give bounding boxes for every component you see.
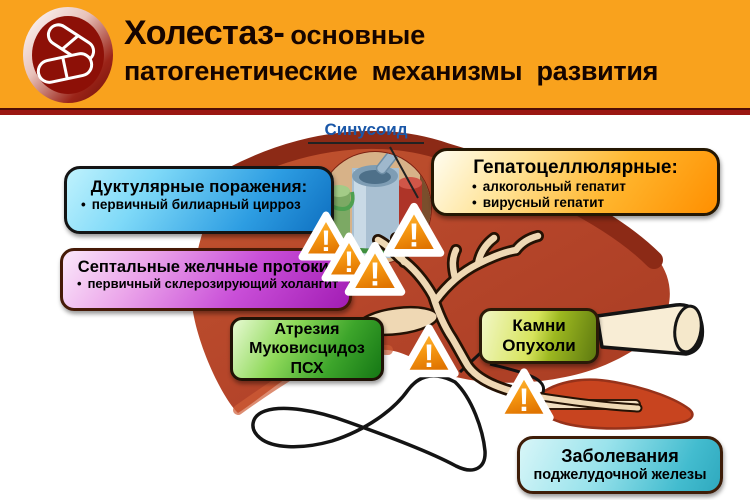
hepatocellular-bullet-2-text: вирусный гепатит <box>482 194 605 210</box>
info-box-stones-tumors: Камни Опухоли <box>479 308 599 364</box>
pancreas-line-1: Заболевания <box>561 445 679 466</box>
bullet-dot: • <box>81 197 86 212</box>
pills-icon <box>23 7 113 103</box>
sinusoid-label: Синусоид <box>308 120 424 144</box>
atresia-line-3: ПСХ <box>290 359 324 377</box>
atresia-line-2: Муковисцидоз <box>249 340 365 358</box>
duodenum-shape <box>251 374 487 472</box>
info-box-atresia: Атрезия Муковисцидоз ПСХ <box>230 317 384 381</box>
hepatocellular-bullet-1-text: алкогольный гепатит <box>482 179 626 194</box>
hepatocellular-bullet-2: • вирусный гепатит <box>464 195 711 211</box>
hepatocellular-bullet-1: • алкогольный гепатит <box>464 179 711 195</box>
septal-bullet: • первичный склерозирующий холангит <box>69 276 343 292</box>
info-box-ductular: Дуктулярные поражения: • первичный билиа… <box>64 166 334 234</box>
ductular-bullet-text: первичный билиарный цирроз <box>91 197 301 212</box>
septal-bullet-text: первичный склерозирующий холангит <box>87 276 339 291</box>
title-suffix: основные <box>290 20 426 50</box>
stones-line-1: Камни <box>512 315 566 335</box>
atresia-line-1: Атрезия <box>274 321 340 339</box>
bullet-dot: • <box>77 276 82 291</box>
hepatocellular-title: Гепатоцеллюлярные: <box>473 157 678 178</box>
cut-vessel-tube <box>595 303 705 356</box>
title-line-2: патогенетические механизмы развития <box>124 55 659 86</box>
ductular-title: Дуктулярные поражения: <box>90 177 308 196</box>
sinusoid-pointer-line <box>389 146 419 199</box>
stones-line-2: Опухоли <box>502 336 576 355</box>
header-divider <box>0 108 750 115</box>
title-line-1: Холестаз-основные <box>124 12 744 55</box>
info-box-pancreas-diseases: Заболевания поджелудочной железы <box>517 436 723 494</box>
info-box-hepatocellular: Гепатоцеллюлярные: • алкогольный гепатит… <box>431 148 720 216</box>
header: Холестаз-основные патогенетические механ… <box>0 0 750 108</box>
pancreas-line-2: поджелудочной железы <box>533 467 707 484</box>
bullet-dot: • <box>472 179 477 194</box>
septal-title: Септальные желчные протоки: <box>77 258 335 276</box>
bullet-dot: • <box>472 194 477 210</box>
page-title: Холестаз-основные патогенетические механ… <box>124 12 744 88</box>
info-box-septal: Септальные желчные протоки: • первичный … <box>60 248 352 311</box>
ductular-bullet: • первичный билиарный цирроз <box>73 197 325 213</box>
title-emphasis: Холестаз- <box>124 14 285 52</box>
